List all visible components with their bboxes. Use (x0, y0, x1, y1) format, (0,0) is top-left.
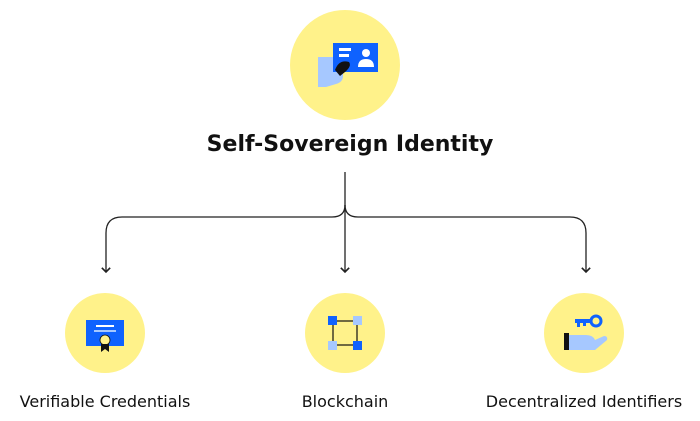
certificate-icon (86, 320, 124, 352)
child-label-verifiable-credentials: Verifiable Credentials (19, 392, 191, 411)
child-node-verifiable-credentials (65, 293, 145, 373)
child-label-decentralized-identifiers: Decentralized Identifiers (485, 392, 683, 411)
connector-to-decentralized-identifiers (344, 204, 591, 274)
child-label-blockchain: Blockchain (301, 392, 389, 411)
child-circle-blockchain (305, 293, 385, 373)
child-circle-decentralized-identifiers (544, 293, 624, 373)
root-node-label: Self-Sovereign Identity (206, 132, 494, 157)
child-node-blockchain (305, 293, 385, 373)
id-card-icon (318, 43, 378, 87)
blockchain-network-icon (328, 316, 362, 350)
child-node-decentralized-identifiers (544, 293, 624, 373)
key-in-hand-icon (564, 314, 608, 350)
connector-lines (101, 172, 591, 274)
root-node (290, 10, 400, 120)
connector-to-verifiable-credentials (101, 204, 346, 274)
